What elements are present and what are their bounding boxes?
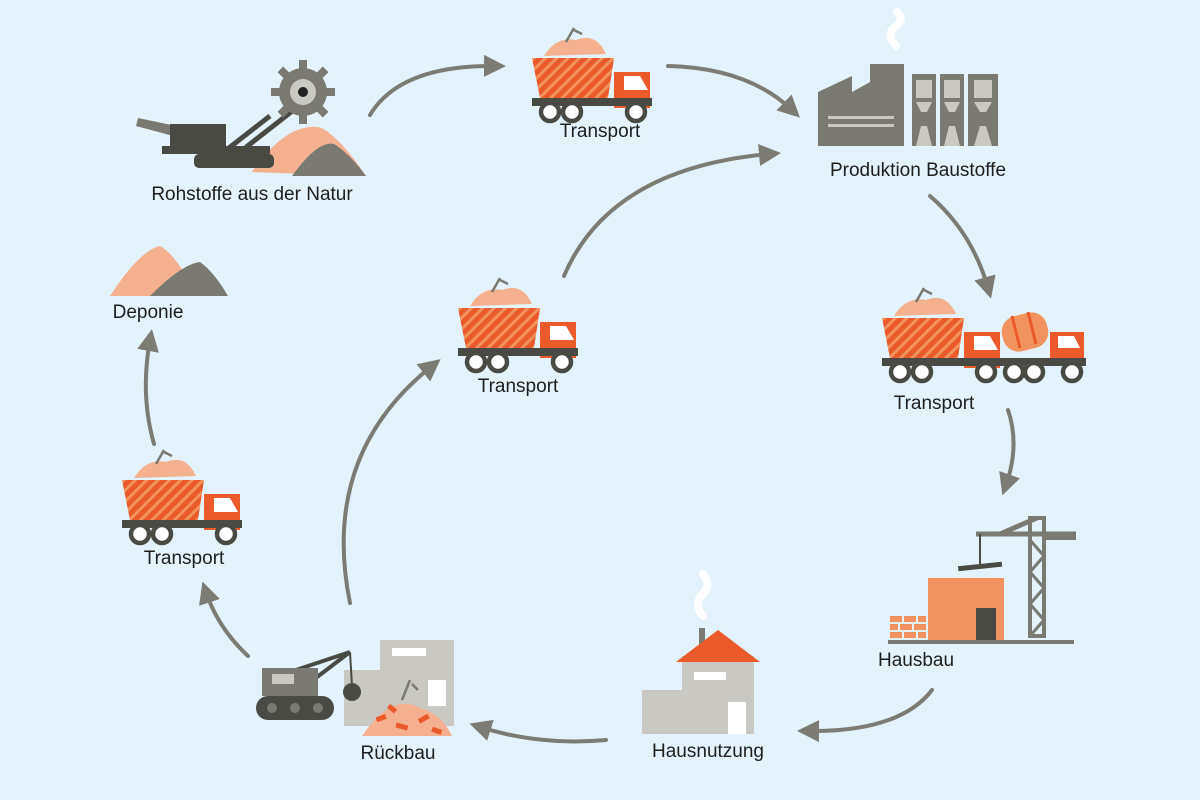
landfill-heap-icon bbox=[110, 246, 228, 296]
factory-icon bbox=[818, 8, 998, 146]
arrow-transport-left-to-deponie bbox=[137, 329, 159, 446]
cycle-arrows bbox=[137, 54, 1021, 744]
label-hausbau: Hausbau bbox=[877, 650, 955, 671]
label-hausnutzung: Hausnutzung bbox=[652, 741, 764, 762]
dump-truck-icon-top bbox=[532, 28, 652, 121]
dump-truck-icon-left bbox=[122, 450, 242, 543]
label-transport-top: Transport bbox=[559, 121, 641, 142]
house-icon bbox=[642, 570, 760, 734]
label-transport-center: Transport bbox=[477, 376, 559, 397]
dump-truck-icon-center bbox=[458, 278, 578, 371]
construction-crane-icon bbox=[888, 515, 1076, 644]
arrow-rohstoffe-to-transport bbox=[368, 54, 506, 117]
arrow-rueckbau-to-transport-center bbox=[341, 359, 441, 605]
label-transport-right: Transport bbox=[893, 393, 975, 414]
arrow-produktion-to-transport bbox=[928, 194, 996, 299]
arrow-transport-to-hausbau bbox=[999, 408, 1021, 496]
arrow-transport-to-produktion bbox=[666, 64, 800, 118]
label-deponie: Deponie bbox=[112, 302, 184, 323]
arrow-hausnutzung-to-rueckbau bbox=[469, 719, 608, 744]
arrow-hausbau-to-hausnutzung bbox=[797, 688, 934, 743]
label-produktion: Produktion Baustoffe bbox=[829, 160, 1007, 181]
label-rueckbau: Rückbau bbox=[360, 743, 436, 764]
arrow-transport-center-to-produktion bbox=[562, 144, 781, 278]
label-transport-left: Transport bbox=[143, 548, 225, 569]
arrow-rueckbau-to-transport-left bbox=[199, 581, 250, 658]
label-rohstoffe: Rohstoffe aus der Natur bbox=[151, 184, 353, 205]
bucket-wheel-excavator-icon bbox=[136, 60, 366, 176]
dump-truck-and-mixer-icon bbox=[882, 288, 1086, 384]
demolition-crane-icon bbox=[256, 640, 454, 736]
